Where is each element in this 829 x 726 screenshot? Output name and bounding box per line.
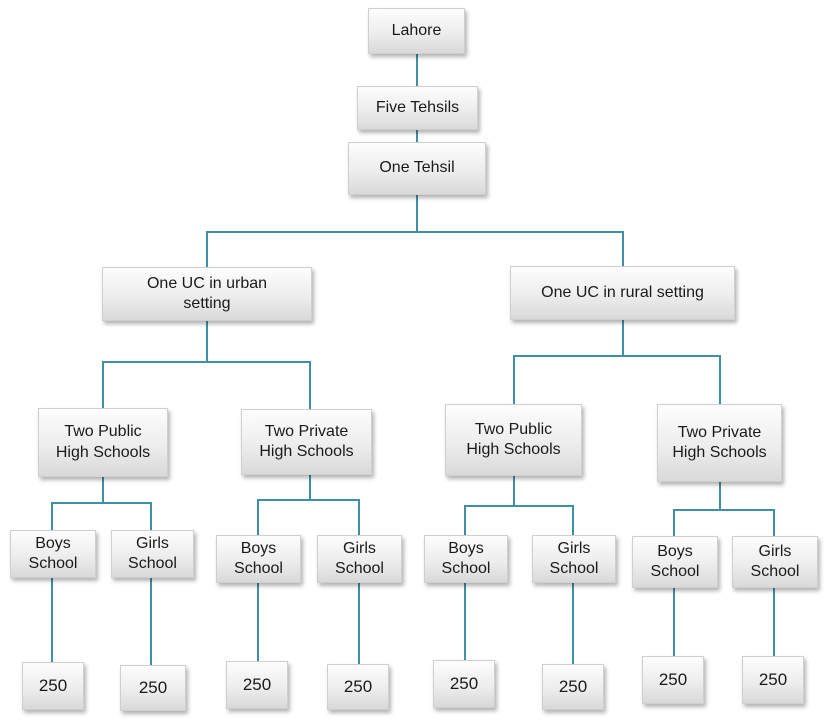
node-250-6: 250 [542, 664, 604, 710]
node-250-1: 250 [22, 662, 84, 710]
node-boys-school-1: Boys School [10, 530, 96, 578]
node-250-5: 250 [433, 660, 495, 708]
node-250-8: 250 [742, 656, 804, 704]
node-girls-school-3: Girls School [532, 535, 616, 583]
node-uc-urban: One UC in urban setting [102, 267, 312, 321]
node-lahore: Lahore [368, 8, 465, 54]
node-girls-school-2: Girls School [317, 535, 402, 583]
node-rural-public-high-schools: Two Public High Schools [445, 404, 582, 476]
node-rural-private-high-schools: Two Private High Schools [657, 404, 782, 482]
node-girls-school-4: Girls School [732, 536, 818, 588]
node-boys-school-3: Boys School [424, 535, 508, 583]
node-urban-public-high-schools: Two Public High Schools [38, 408, 168, 477]
node-250-2: 250 [120, 665, 186, 711]
node-boys-school-4: Boys School [632, 536, 718, 588]
node-urban-private-high-schools: Two Private High Schools [241, 409, 372, 475]
node-five-tehsils: Five Tehsils [357, 86, 478, 130]
node-one-tehsil: One Tehsil [348, 142, 486, 195]
node-250-4: 250 [327, 664, 389, 710]
node-uc-rural: One UC in rural setting [510, 266, 735, 320]
node-boys-school-2: Boys School [216, 535, 301, 583]
node-250-3: 250 [226, 661, 288, 709]
node-250-7: 250 [642, 656, 704, 704]
node-girls-school-1: Girls School [111, 530, 194, 578]
